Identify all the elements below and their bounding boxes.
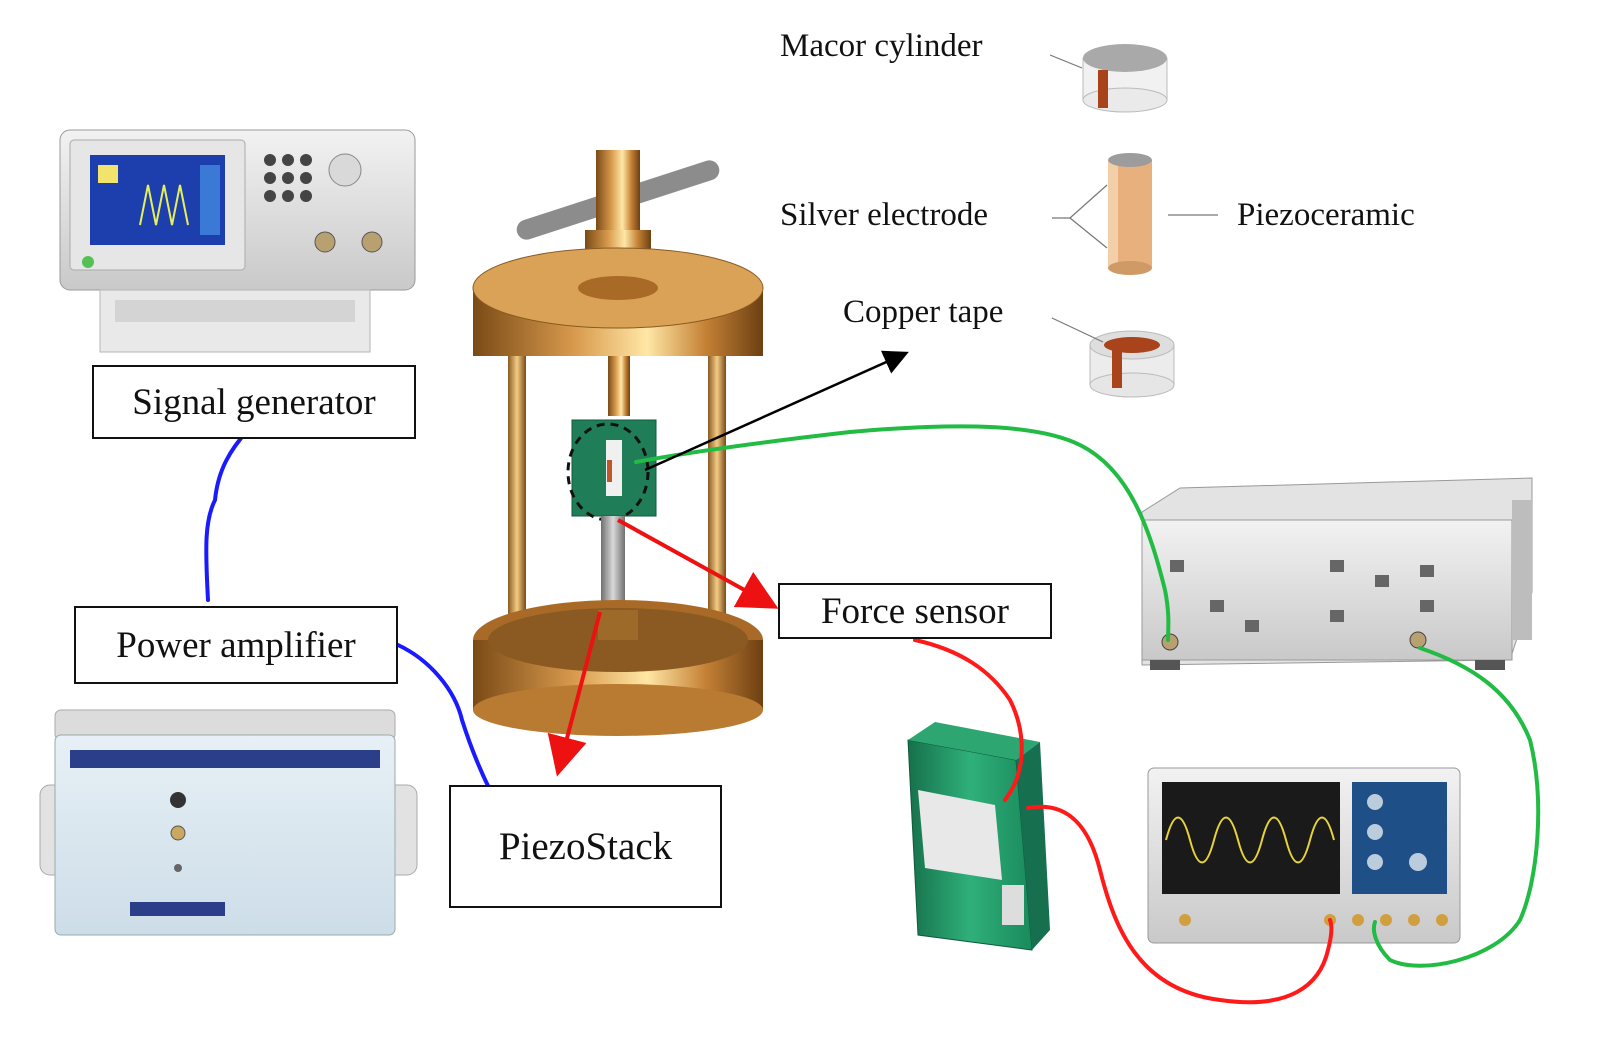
piezoceramic-label: Piezoceramic bbox=[1237, 197, 1415, 233]
force-transmitter-module bbox=[907, 722, 1050, 951]
force-sensor-label: Force sensor bbox=[778, 583, 1052, 639]
oscilloscope-device bbox=[1147, 767, 1461, 944]
blue-wire-amplifier-to-stack bbox=[396, 643, 492, 792]
macor-cylinder-label: Macor cylinder bbox=[780, 28, 983, 64]
arrow-to-force-sensor bbox=[617, 518, 779, 609]
specimen-leader-lines bbox=[1049, 54, 1218, 343]
wires bbox=[204, 424, 1541, 1005]
arrow-to-piezostack bbox=[547, 611, 602, 777]
power-amplifier-device bbox=[39, 709, 418, 936]
blue-wire-signal-to-amplifier bbox=[204, 428, 250, 602]
signal-generator-label: Signal generator bbox=[92, 365, 416, 439]
arrows bbox=[547, 350, 909, 777]
piezostack-label: PiezoStack bbox=[449, 785, 722, 908]
power-amplifier-label: Power amplifier bbox=[74, 606, 398, 684]
signal-generator-text: Signal generator bbox=[132, 381, 376, 423]
red-wire-module-to-scope bbox=[1026, 804, 1334, 1005]
piezostack-text: PiezoStack bbox=[498, 825, 673, 868]
power-amplifier-text: Power amplifier bbox=[116, 624, 356, 666]
red-wire-force-to-module bbox=[913, 638, 1024, 802]
current-preamplifier-device bbox=[1141, 477, 1533, 670]
macor-cylinder-icon bbox=[1082, 44, 1168, 113]
green-wire-preamp-to-scope bbox=[1371, 646, 1541, 968]
copper-tape-cylinder-icon bbox=[1089, 330, 1175, 398]
signal-generator-device bbox=[59, 129, 416, 353]
loading-frame bbox=[472, 150, 764, 736]
green-wire-sensor-to-preamp bbox=[634, 424, 1171, 642]
copper-tape-label: Copper tape bbox=[843, 294, 1004, 330]
arrow-to-specimen-detail bbox=[644, 350, 909, 472]
silver-electrode-label: Silver electrode bbox=[780, 197, 988, 233]
piezoceramic-cylinder-icon bbox=[1108, 153, 1152, 275]
force-sensor-text: Force sensor bbox=[820, 590, 1010, 632]
